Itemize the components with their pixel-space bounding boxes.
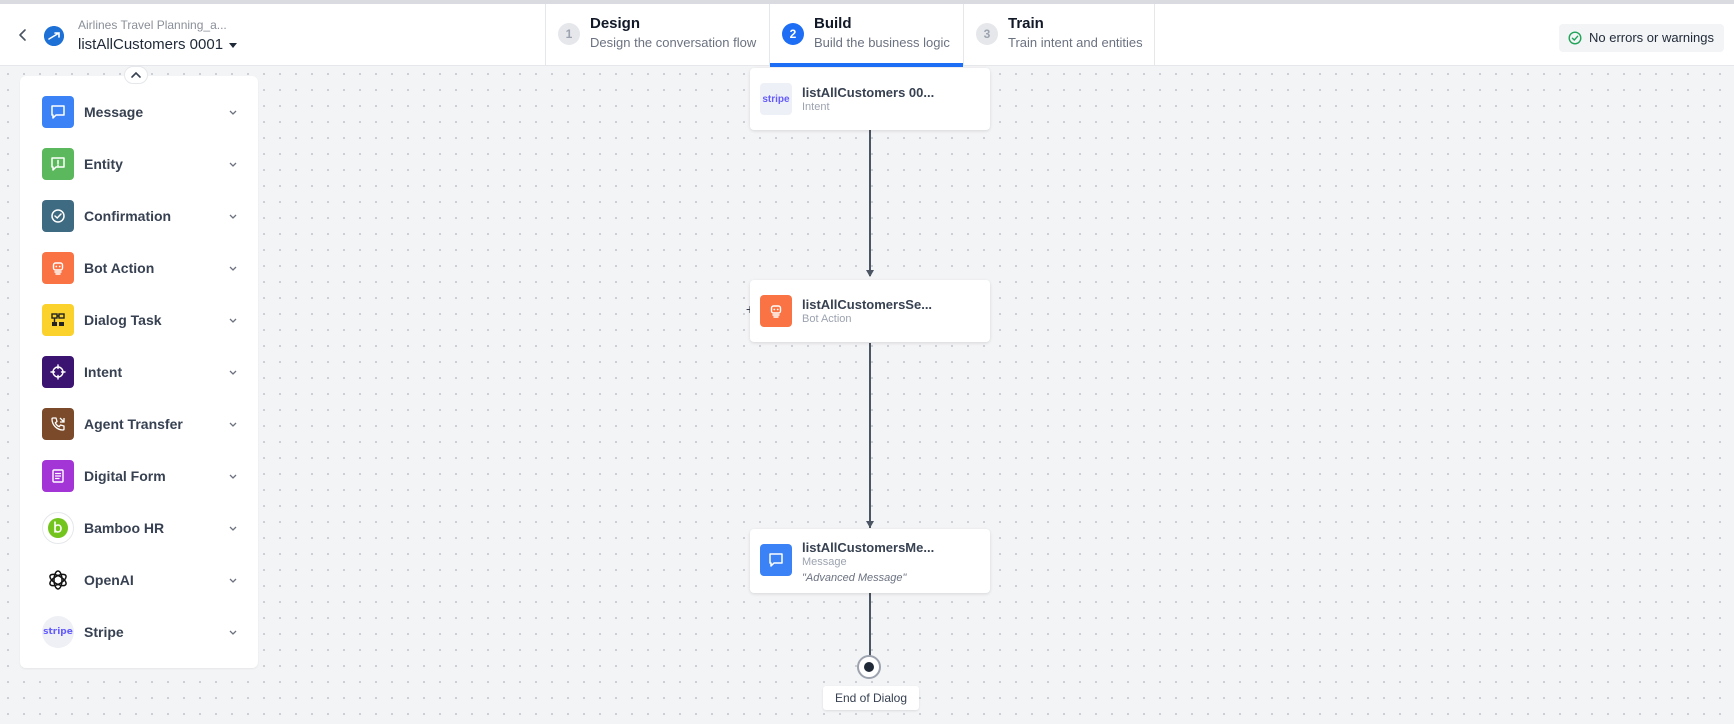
app-logo-icon <box>44 26 64 46</box>
step-title: Design <box>590 15 641 32</box>
flow-node-bot-action[interactable]: listAllCustomersSe... Bot Action <box>750 280 990 342</box>
chevron-down-icon <box>229 214 237 219</box>
dialog-name: listAllCustomers 0001 <box>78 36 224 53</box>
stripe-logo-text: stripe <box>762 93 790 105</box>
chevron-down-icon <box>229 630 237 635</box>
chevron-down-icon <box>229 526 237 531</box>
top-header: Airlines Travel Planning_a... listAllCus… <box>0 0 1734 67</box>
stripe-logo-text: stripe <box>43 627 73 637</box>
caret-down-icon <box>229 42 238 48</box>
chevron-down-icon <box>229 422 237 427</box>
step-desc: Design the conversation flow <box>590 35 757 50</box>
chevron-down-icon <box>229 318 237 323</box>
arrow-head <box>866 270 874 277</box>
node-title: listAllCustomers 00... <box>802 85 935 100</box>
palette-item-label: Entity <box>84 156 123 172</box>
palette-item-digital-form[interactable]: Digital Form <box>42 459 242 493</box>
palette-item-bamboo-hr[interactable]: Bamboo HR <box>42 511 242 545</box>
step-desc: Train intent and entities <box>1008 35 1143 50</box>
palette-item-label: Bamboo HR <box>84 520 165 536</box>
flow-node-message[interactable]: listAllCustomersMe... Message "Advanced … <box>750 529 990 593</box>
chevron-down-icon <box>229 578 237 583</box>
message-icon <box>42 96 74 128</box>
node-type: Message <box>802 556 847 568</box>
check-circle-icon <box>1568 31 1582 45</box>
back-chevron-icon[interactable] <box>14 26 32 44</box>
palette-item-label: Confirmation <box>84 208 172 224</box>
chevron-down-icon <box>229 474 237 479</box>
dialog-task-icon <box>42 304 74 336</box>
palette-item-stripe[interactable]: stripe Stripe <box>42 615 242 649</box>
step-title: Train <box>1008 15 1044 32</box>
tab-train[interactable]: 3 Train Train intent and entities <box>963 4 1155 66</box>
node-type: Bot Action <box>802 313 852 325</box>
message-icon <box>760 544 792 576</box>
node-title: listAllCustomersSe... <box>802 297 933 312</box>
palette-item-agent-transfer[interactable]: Agent Transfer <box>42 407 242 441</box>
palette-item-label: Bot Action <box>84 260 155 276</box>
bot-action-icon <box>760 295 792 327</box>
connector-line <box>869 130 871 276</box>
step-number: 2 <box>782 23 804 45</box>
collapse-sidebar-button[interactable] <box>124 66 148 84</box>
palette-item-bot-action[interactable]: Bot Action <box>42 251 242 285</box>
agent-transfer-icon <box>42 408 74 440</box>
flow-node-intent[interactable]: stripe listAllCustomers 00... Intent <box>750 68 990 130</box>
chevron-down-icon <box>229 162 237 167</box>
digital-form-icon <box>42 460 74 492</box>
dialog-selector[interactable]: listAllCustomers 0001 <box>78 36 238 53</box>
app-title[interactable]: Airlines Travel Planning_a... <box>78 18 227 32</box>
entity-icon <box>42 148 74 180</box>
arrow-head <box>866 521 874 528</box>
palette-item-label: Agent Transfer <box>84 416 183 432</box>
node-type: Intent <box>802 101 830 113</box>
palette-item-label: Digital Form <box>84 468 166 484</box>
step-number: 1 <box>558 23 580 45</box>
chevron-down-icon <box>229 266 237 271</box>
tab-design[interactable]: 1 Design Design the conversation flow <box>545 4 769 66</box>
openai-icon <box>42 564 74 596</box>
confirmation-icon <box>42 200 74 232</box>
chevron-down-icon <box>229 370 237 375</box>
stripe-icon: stripe <box>42 616 74 648</box>
palette-item-label: Stripe <box>84 624 124 640</box>
step-number: 3 <box>976 23 998 45</box>
flow-canvas[interactable] <box>0 66 1734 724</box>
palette-item-label: Intent <box>84 364 123 380</box>
intent-icon <box>42 356 74 388</box>
palette-item-confirmation[interactable]: Confirmation <box>42 199 242 233</box>
node-note: "Advanced Message" <box>802 572 907 584</box>
status-text: No errors or warnings <box>1589 30 1714 45</box>
palette-item-label: Message <box>84 104 144 120</box>
bot-action-icon <box>42 252 74 284</box>
connector-line <box>869 343 871 528</box>
end-of-dialog-label: End of Dialog <box>823 686 919 710</box>
end-of-dialog-node[interactable] <box>857 655 881 679</box>
palette-item-label: OpenAI <box>84 572 134 588</box>
chevron-down-icon <box>229 110 237 115</box>
palette-item-label: Dialog Task <box>84 312 162 328</box>
chevron-up-icon <box>131 71 141 78</box>
tab-build[interactable]: 2 Build Build the business logic <box>769 4 963 67</box>
bamboo-hr-icon <box>42 512 74 544</box>
palette-item-intent[interactable]: Intent <box>42 355 242 389</box>
palette-item-entity[interactable]: Entity <box>42 147 242 181</box>
palette-item-message[interactable]: Message <box>42 95 242 129</box>
palette-item-dialog-task[interactable]: Dialog Task <box>42 303 242 337</box>
status-badge[interactable]: No errors or warnings <box>1559 24 1724 52</box>
node-palette: Message Entity Confirmation Bot Action D… <box>20 76 258 668</box>
palette-item-openai[interactable]: OpenAI <box>42 563 242 597</box>
step-desc: Build the business logic <box>814 35 950 50</box>
stripe-icon: stripe <box>760 83 792 115</box>
node-title: listAllCustomersMe... <box>802 540 935 555</box>
connector-line <box>869 593 871 657</box>
step-title: Build <box>814 15 852 32</box>
